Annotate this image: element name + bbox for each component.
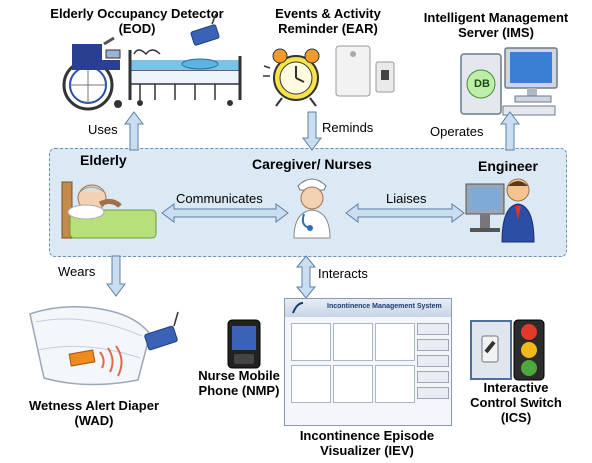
eod-title: Elderly Occupancy Detector (EOD) bbox=[22, 6, 252, 36]
iev-side-button bbox=[417, 323, 449, 335]
liaises-arrow bbox=[345, 203, 465, 223]
nmp-title: Nurse Mobile Phone (NMP) bbox=[184, 368, 294, 398]
iev-screen: Incontinence Management System bbox=[284, 298, 452, 426]
eod-title-line2: (EOD) bbox=[118, 21, 156, 36]
uses-label: Uses bbox=[88, 122, 118, 137]
wears-label: Wears bbox=[58, 264, 96, 279]
ims-server-icon bbox=[460, 47, 558, 116]
ics-title-line1: Interactive bbox=[483, 380, 549, 395]
interacts-arrow bbox=[295, 255, 317, 299]
operates-arrow bbox=[500, 111, 520, 151]
ics-title-line3: (ICS) bbox=[500, 410, 532, 425]
ear-title-line1: Events & Activity bbox=[275, 6, 381, 21]
ics-traffic-light-icon bbox=[513, 319, 545, 381]
eod-wheelchair-bed-icon bbox=[62, 13, 242, 111]
ims-title-line2: Server (IMS) bbox=[458, 25, 534, 40]
ics-title: Interactive Control Switch (ICS) bbox=[448, 380, 584, 425]
reminds-label: Reminds bbox=[322, 120, 374, 135]
iev-side-button bbox=[417, 339, 449, 351]
role-engineer: Engineer bbox=[478, 158, 538, 174]
iev-title: Incontinence Episode Visualizer (IEV) bbox=[272, 428, 462, 458]
nmp-phone-icon bbox=[227, 319, 261, 369]
ear-title: Events & Activity Reminder (EAR) bbox=[262, 6, 394, 36]
role-caregiver: Caregiver/ Nurses bbox=[252, 156, 372, 172]
interacts-label: Interacts bbox=[318, 266, 368, 281]
reminds-arrow bbox=[302, 111, 322, 151]
iev-bed-cell bbox=[375, 365, 415, 403]
iev-side-button bbox=[417, 355, 449, 367]
iev-screen-title: Incontinence Management System bbox=[327, 303, 442, 310]
iev-bed-cell bbox=[291, 323, 331, 361]
wad-title-line2: (WAD) bbox=[74, 413, 114, 428]
communicates-label: Communicates bbox=[176, 191, 263, 206]
wears-arrow bbox=[106, 255, 126, 297]
iev-side-button bbox=[417, 371, 449, 383]
nmp-title-line2: Phone (NMP) bbox=[198, 383, 280, 398]
db-label: DB bbox=[474, 78, 490, 90]
ics-switch-icon bbox=[470, 320, 512, 380]
ics-title-line2: Control Switch bbox=[470, 395, 562, 410]
operates-label: Operates bbox=[430, 124, 484, 139]
role-elderly: Elderly bbox=[80, 152, 127, 168]
iev-bed-cell bbox=[291, 365, 331, 403]
wad-diaper-icon bbox=[29, 306, 179, 386]
ear-alarm-clock-icon bbox=[263, 45, 395, 107]
iev-side-button bbox=[417, 387, 449, 399]
wad-title-line1: Wetness Alert Diaper bbox=[28, 398, 160, 413]
iev-title-line2: Visualizer (IEV) bbox=[320, 443, 414, 458]
communicates-arrow bbox=[161, 203, 289, 223]
elderly-in-bed-icon bbox=[61, 181, 157, 239]
iev-bed-cell bbox=[333, 365, 373, 403]
iev-bed-cell bbox=[333, 323, 373, 361]
iev-title-line1: Incontinence Episode bbox=[299, 428, 435, 443]
iev-logo-icon bbox=[292, 302, 304, 314]
iev-screen-header bbox=[285, 299, 451, 317]
iev-bed-cell bbox=[375, 323, 415, 361]
ims-title: Intelligent Management Server (IMS) bbox=[410, 10, 582, 40]
liaises-label: Liaises bbox=[386, 191, 427, 206]
eod-title-line1: Elderly Occupancy Detector bbox=[50, 6, 224, 21]
nmp-title-line1: Nurse Mobile bbox=[198, 368, 280, 383]
ims-title-line1: Intelligent Management bbox=[423, 10, 569, 25]
engineer-icon bbox=[465, 178, 535, 243]
uses-arrow bbox=[124, 111, 144, 151]
wad-title: Wetness Alert Diaper (WAD) bbox=[6, 398, 182, 428]
nurse-icon bbox=[293, 178, 331, 239]
ear-title-line2: Reminder (EAR) bbox=[278, 21, 378, 36]
